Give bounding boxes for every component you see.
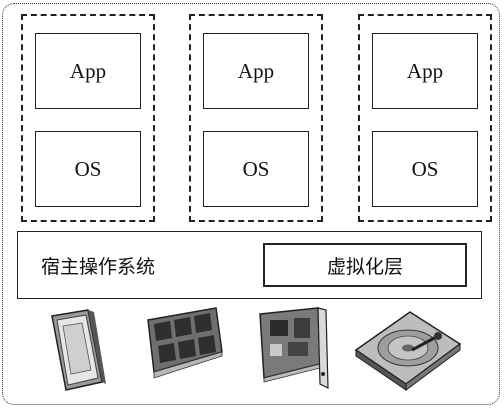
app-box: App xyxy=(35,33,141,109)
virtual-machine-1: App OS xyxy=(21,14,155,222)
physical-machine-boundary xyxy=(2,3,500,405)
host-os-layer: 宿主操作系统 虚拟化层 xyxy=(17,231,482,299)
memory-module-icon xyxy=(147,307,223,379)
host-os-label: 宿主操作系统 xyxy=(41,256,156,278)
virtual-machine-3: App OS xyxy=(358,14,492,222)
virtual-machine-2: App OS xyxy=(189,14,323,222)
app-box: App xyxy=(203,33,309,109)
os-box: OS xyxy=(372,131,478,207)
cpu-icon xyxy=(51,309,106,391)
virtualization-layer: 虚拟化层 xyxy=(263,243,467,287)
hard-disk-icon xyxy=(354,311,462,391)
os-box: OS xyxy=(35,131,141,207)
os-box: OS xyxy=(203,131,309,207)
expansion-card-icon xyxy=(259,307,329,389)
app-box: App xyxy=(372,33,478,109)
